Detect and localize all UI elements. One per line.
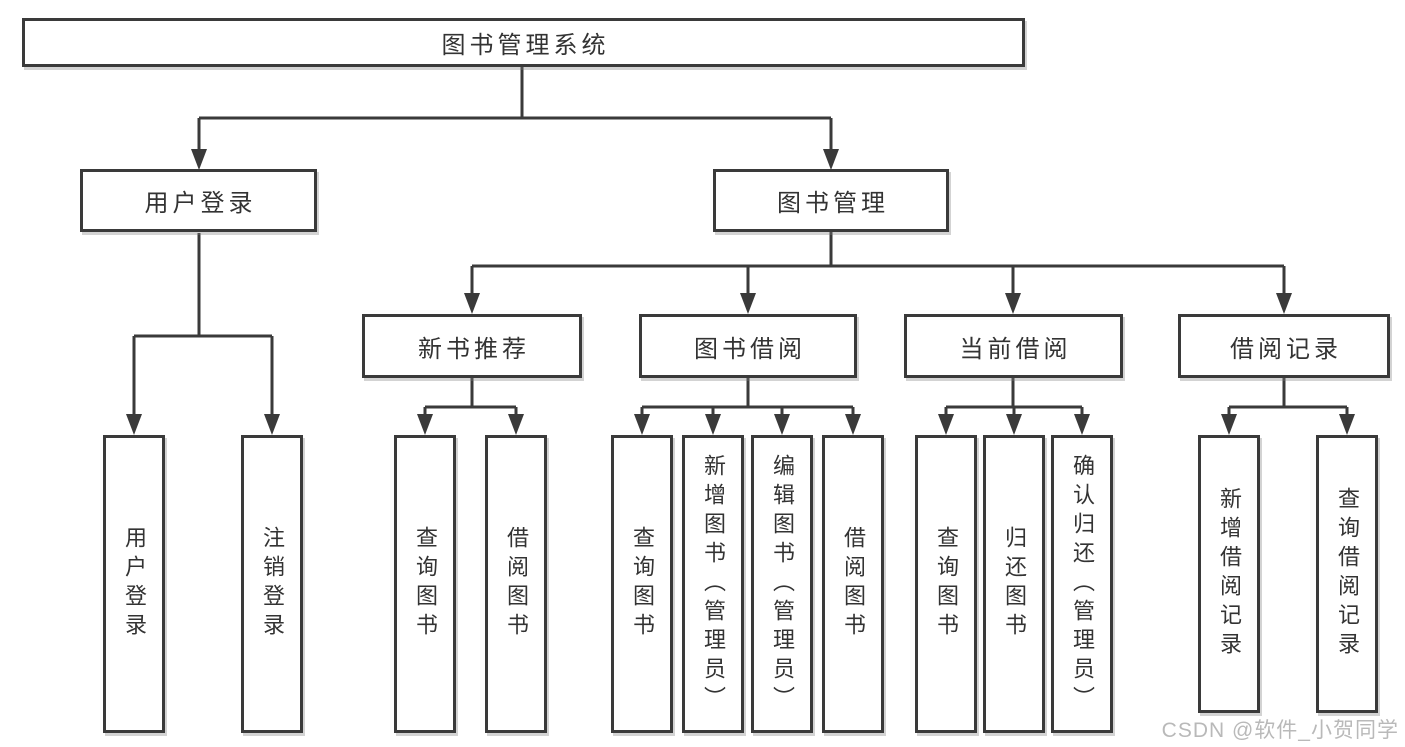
leaf-borrow-books-recommend: 借阅图书 bbox=[485, 435, 547, 733]
leaf-confirm-return-admin: 确认归还（管理员） bbox=[1051, 435, 1113, 733]
node-new-book-recommend: 新书推荐 bbox=[362, 314, 582, 378]
leaf-query-books-recommend: 查询图书 bbox=[394, 435, 456, 733]
leaf-user-login: 用户登录 bbox=[103, 435, 165, 733]
node-book-management: 图书管理 bbox=[713, 169, 949, 232]
leaf-add-borrow-record: 新增借阅记录 bbox=[1198, 435, 1260, 713]
leaf-return-book: 归还图书 bbox=[983, 435, 1045, 733]
leaf-add-book-admin: 新增图书（管理员） bbox=[682, 435, 744, 733]
node-borrow-records: 借阅记录 bbox=[1178, 314, 1390, 378]
node-book-borrow: 图书借阅 bbox=[639, 314, 857, 378]
leaf-borrow-books: 借阅图书 bbox=[822, 435, 884, 733]
node-root: 图书管理系统 bbox=[22, 18, 1025, 67]
leaf-query-books-current: 查询图书 bbox=[915, 435, 977, 733]
csdn-watermark: CSDN @软件_小贺同学 bbox=[1161, 719, 1399, 742]
leaf-edit-book-admin: 编辑图书（管理员） bbox=[751, 435, 813, 733]
leaf-logout: 注销登录 bbox=[241, 435, 303, 733]
node-current-borrow: 当前借阅 bbox=[904, 314, 1123, 378]
leaf-query-books-borrow: 查询图书 bbox=[611, 435, 673, 733]
connector-lines bbox=[132, 67, 1349, 415]
node-user-login: 用户登录 bbox=[80, 169, 317, 232]
leaf-query-borrow-record: 查询借阅记录 bbox=[1316, 435, 1378, 713]
